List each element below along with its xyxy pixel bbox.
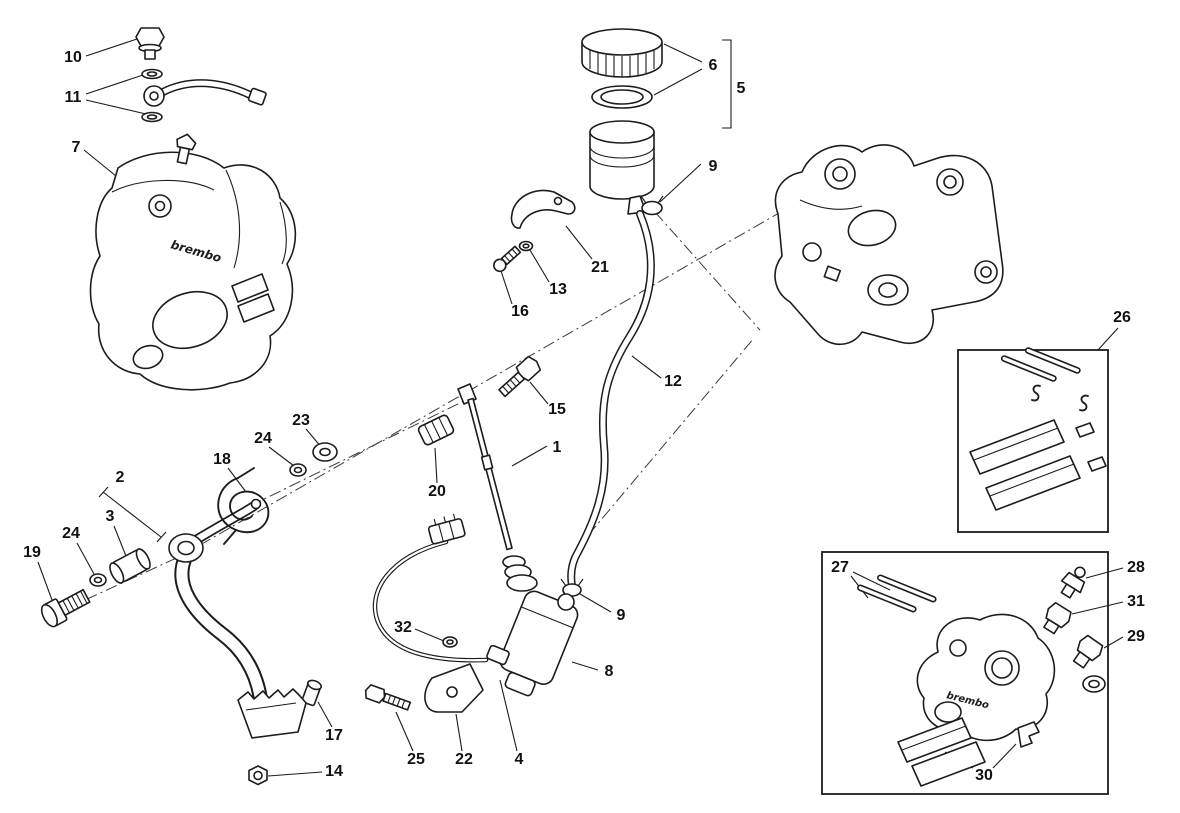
bracket-bolt-drawing <box>364 684 412 711</box>
rear-caliper-drawing: brembo <box>89 133 297 391</box>
hose-clamp-top-drawing <box>640 195 664 216</box>
leader-lines <box>37 37 1124 777</box>
washer-23-drawing <box>312 442 338 462</box>
spare-pads-drawing <box>897 717 1040 787</box>
clamp-screw-drawing <box>493 245 522 273</box>
master-cylinder-drawing <box>486 555 579 697</box>
caliper-bracket-drawing <box>774 144 1004 346</box>
pad-kit-box <box>957 347 1109 533</box>
spacer-drawing <box>109 548 151 584</box>
washer-24-upper-drawing <box>289 463 307 477</box>
pad-shims-drawing <box>1075 422 1107 472</box>
hose-clamp-bottom-drawing <box>560 578 584 597</box>
clamp-washer-drawing <box>518 240 534 252</box>
cap-ribs <box>589 50 655 77</box>
banjo-washers-drawing <box>141 68 267 123</box>
bleed-screw-icon <box>176 133 197 165</box>
caliper-pins-drawing <box>857 574 937 613</box>
pad-pins-drawing <box>1000 347 1089 412</box>
return-spring-drawing <box>217 467 270 545</box>
banjo-bolt-drawing <box>135 27 165 60</box>
pedal-nut-drawing <box>248 765 268 786</box>
pushrod-bolt-drawing <box>498 355 542 398</box>
connector-icon <box>427 513 466 545</box>
cylinder-bracket-drawing <box>424 663 484 713</box>
clevis-pin-drawing <box>301 679 323 707</box>
reservoir-drawing <box>581 28 663 215</box>
bushing-drawing <box>417 414 455 446</box>
pushrod-drawing <box>457 383 513 551</box>
brake-pads-drawing <box>969 419 1081 511</box>
brake-pedal-drawing <box>168 498 307 739</box>
bleed-valve-drawing <box>1060 566 1086 599</box>
reservoir-hose-drawing <box>567 210 655 590</box>
caliper-bolt-drawing <box>1072 634 1106 693</box>
switch-wire-drawing <box>372 513 489 663</box>
pivot-bolt-drawing <box>40 588 91 628</box>
spare-caliper-drawing: brembo <box>916 613 1056 742</box>
hose-fitting-drawing <box>1043 601 1072 635</box>
bracket-washer-drawing <box>442 636 458 648</box>
washer-24-lower-drawing <box>89 573 107 587</box>
caliper-kit-box: brembo <box>821 551 1109 795</box>
reservoir-clamp-drawing <box>510 189 576 229</box>
